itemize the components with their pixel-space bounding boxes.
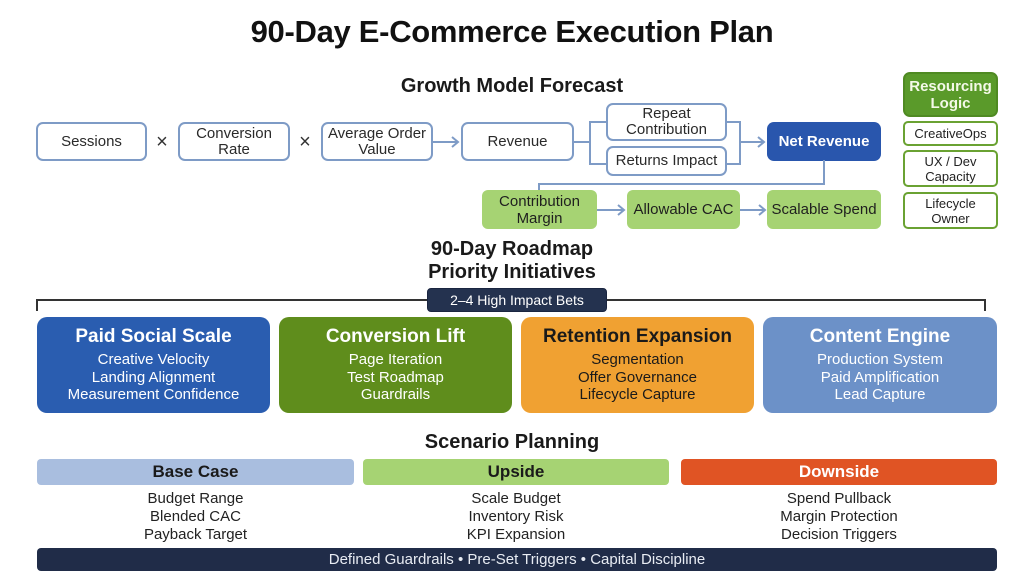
flow-connector-icon — [538, 160, 825, 192]
initiative-card-content-engine: Content Engine Production System Paid Am… — [763, 317, 997, 413]
scenario-item: KPI Expansion — [466, 526, 566, 543]
arrow-right-icon — [740, 204, 767, 216]
initiative-item: Segmentation — [591, 351, 684, 369]
returns-impact-box: Returns Impact — [606, 146, 727, 176]
conversion-rate-box: Conversion Rate — [178, 122, 290, 161]
arrow-right-icon — [433, 136, 460, 148]
initiative-item: Offer Governance — [578, 368, 697, 386]
initiative-card-conversion-lift: Conversion Lift Page Iteration Test Road… — [279, 317, 512, 413]
scenario-downside-list: Spend Pullback Margin Protection Decisio… — [681, 490, 997, 544]
scenario-upside-list: Scale Budget Inventory Risk KPI Expansio… — [363, 490, 669, 544]
initiative-item: Lifecycle Capture — [579, 386, 696, 404]
scenario-upside-header: Upside — [363, 459, 669, 485]
initiative-item: Page Iteration — [348, 351, 443, 369]
arrow-right-icon — [597, 204, 626, 216]
scenario-item: Blended CAC — [150, 508, 241, 525]
initiative-card-paid-social: Paid Social Scale Creative Velocity Land… — [37, 317, 270, 413]
guardrails-footer-bar: Defined Guardrails • Pre-Set Triggers • … — [37, 548, 997, 571]
initiative-title: Conversion Lift — [325, 326, 466, 348]
initiative-title: Paid Social Scale — [75, 326, 232, 348]
scenario-item: Inventory Risk — [468, 508, 564, 525]
repeat-contribution-box: Repeat Contribution — [606, 103, 727, 141]
scenario-base-case-list: Budget Range Blended CAC Payback Target — [37, 490, 354, 544]
initiative-item: Paid Amplification — [820, 368, 940, 386]
scenario-downside-header: Downside — [681, 459, 997, 485]
resourcing-item: Lifecycle Owner — [903, 192, 998, 229]
roadmap-subheading: Priority Initiatives — [428, 261, 596, 283]
initiative-title: Content Engine — [809, 326, 951, 348]
scalable-spend-box: Scalable Spend — [767, 190, 881, 229]
initiative-card-retention-expansion: Retention Expansion Segmentation Offer G… — [521, 317, 754, 413]
scenario-planning-heading: Scenario Planning — [424, 431, 600, 453]
growth-model-heading: Growth Model Forecast — [400, 75, 624, 97]
initiative-item: Test Roadmap — [347, 368, 444, 386]
scenario-item: Payback Target — [143, 526, 248, 543]
initiative-item: Guardrails — [360, 386, 431, 404]
multiply-icon: × — [156, 130, 168, 153]
resourcing-logic-heading: Resourcing Logic — [903, 72, 998, 117]
resourcing-item: CreativeOps — [903, 121, 998, 146]
contribution-margin-box: Contribution Margin — [482, 190, 597, 229]
resourcing-item: UX / Dev Capacity — [903, 150, 998, 187]
sessions-box: Sessions — [36, 122, 147, 161]
initiative-item: Lead Capture — [834, 386, 926, 404]
scenario-item: Spend Pullback — [786, 490, 892, 507]
scenario-item: Decision Triggers — [781, 526, 897, 543]
allowable-cac-box: Allowable CAC — [627, 190, 740, 229]
multiply-icon: × — [299, 130, 311, 153]
page-title: 90-Day E-Commerce Execution Plan — [250, 14, 774, 49]
initiative-title: Retention Expansion — [543, 326, 732, 348]
net-revenue-box: Net Revenue — [767, 122, 881, 161]
initiative-item: Production System — [817, 351, 943, 369]
initiative-item: Landing Alignment — [91, 368, 216, 386]
scenario-base-case-header: Base Case — [37, 459, 354, 485]
average-order-value-box: Average Order Value — [321, 122, 433, 161]
scenario-item: Budget Range — [147, 490, 244, 507]
scenario-item: Scale Budget — [471, 490, 561, 507]
roadmap-heading: 90-Day Roadmap — [430, 238, 594, 260]
scenario-item: Margin Protection — [780, 508, 898, 525]
flow-connector-icon — [574, 121, 766, 165]
revenue-box: Revenue — [461, 122, 574, 161]
initiative-item: Measurement Confidence — [67, 386, 240, 404]
initiative-item: Creative Velocity — [97, 351, 210, 369]
high-impact-bets-badge: 2–4 High Impact Bets — [427, 288, 607, 312]
